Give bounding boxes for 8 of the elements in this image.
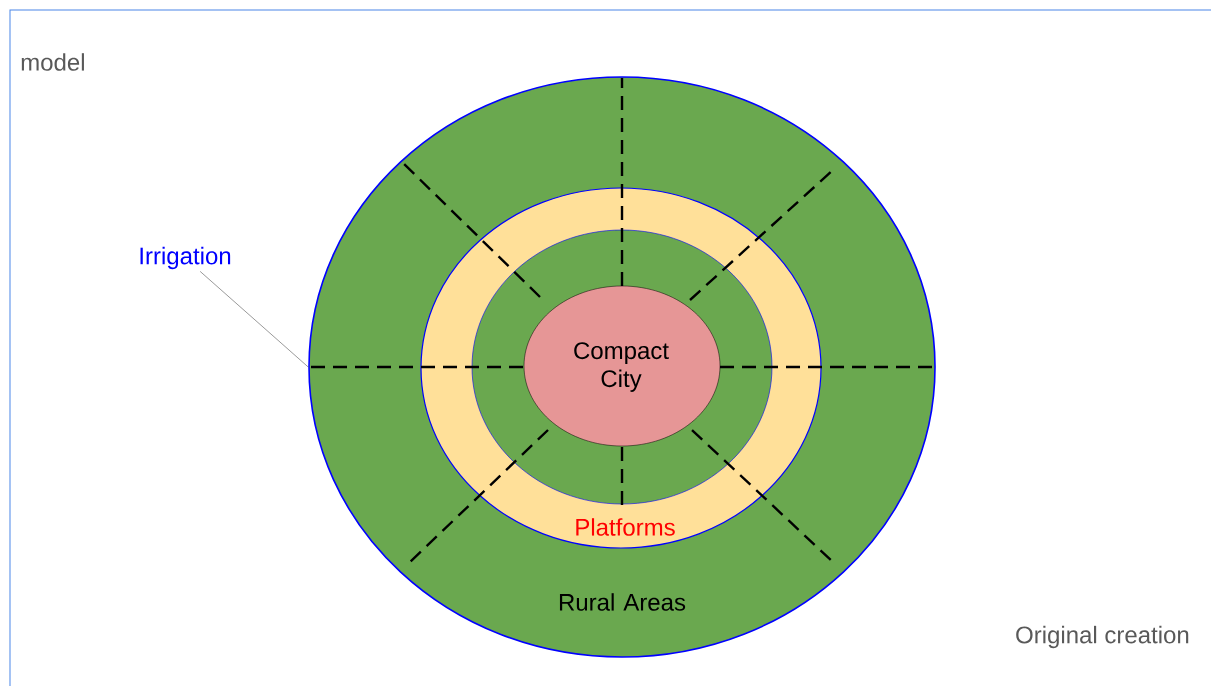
area-label: Platforms: [576, 518, 675, 536]
note-text: Original creation: [1016, 625, 1189, 649]
note-text: model: [21, 53, 84, 71]
area-label: Compact City: [574, 342, 669, 392]
callout-text: Irrigation: [140, 246, 231, 270]
city-circle: [523, 285, 721, 447]
area-label: Rural Areas: [559, 593, 686, 611]
leader-line: [199, 271, 309, 368]
